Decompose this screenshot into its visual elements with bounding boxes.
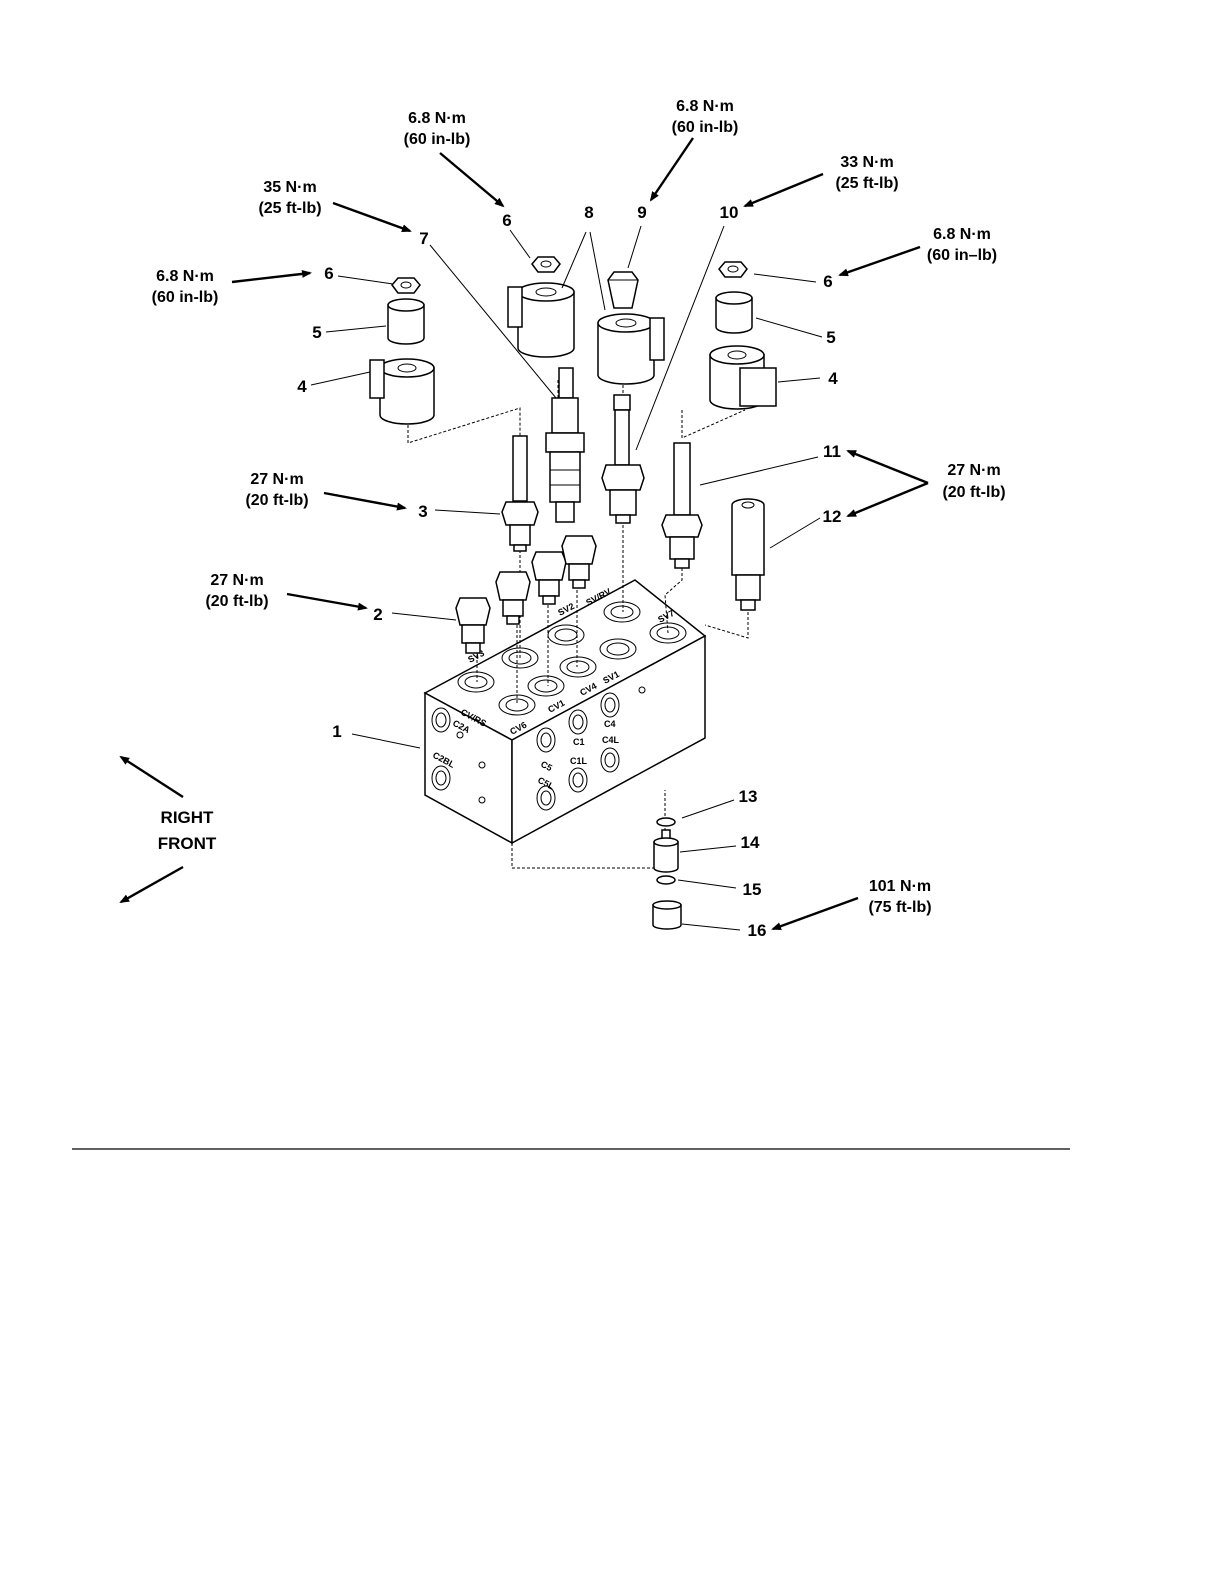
callout-numbers: 1 2 3 4 4 5 5 6 6 6 7 8 9 10 11 12 13 14… <box>297 203 841 940</box>
torque-item2-value: 27 N·m <box>210 572 263 589</box>
torque-item2-imperial: (20 ft-lb) <box>205 593 268 610</box>
port-label-c4: C4 <box>604 719 616 729</box>
torque-item7-value: 35 N·m <box>263 179 316 196</box>
torque-coil-top-imperial: (60 in-lb) <box>404 131 471 148</box>
right-coil-assembly <box>709 261 777 410</box>
torque-item7-imperial: (25 ft-lb) <box>258 200 321 217</box>
port-label-c1l: C1L <box>570 756 588 766</box>
torque-item10-imperial: (25 ft-lb) <box>835 175 898 192</box>
torque-coil-right-value: 6.8 N·m <box>933 226 991 243</box>
torque-coil-left-value: 6.8 N·m <box>156 268 214 285</box>
port-label-c4l: C4L <box>602 735 620 745</box>
torque-coil-left-imperial: (60 in-lb) <box>152 289 219 306</box>
torque-coil-right-imperial: (60 in–lb) <box>927 247 997 264</box>
center-right-coil-assembly <box>597 271 665 385</box>
torque-item10-value: 33 N·m <box>840 154 893 171</box>
torque-item16-value: 101 N·m <box>869 878 931 895</box>
callout-11: 11 <box>823 442 841 461</box>
check-valve-2a <box>455 597 491 654</box>
torque-item3-value: 27 N·m <box>250 471 303 488</box>
center-coil-assembly <box>507 256 575 358</box>
callout-8: 8 <box>584 203 593 222</box>
callout-6-right: 6 <box>823 272 832 291</box>
port-label-c1: C1 <box>573 737 585 747</box>
torque-item16-imperial: (75 ft-lb) <box>868 899 931 916</box>
cartridge-valve-7 <box>545 367 585 523</box>
callout-16: 16 <box>748 921 767 940</box>
callout-12: 12 <box>823 507 842 526</box>
check-valve-2c <box>531 551 567 605</box>
cartridge-valve-10 <box>601 394 645 524</box>
callout-5-right: 5 <box>826 328 835 347</box>
callout-15: 15 <box>743 880 762 899</box>
left-coil-assembly <box>369 277 435 425</box>
torque-item3-imperial: (20 ft-lb) <box>245 492 308 509</box>
front-direction-arrow <box>119 865 184 904</box>
right-label: RIGHT <box>161 808 215 827</box>
callout-4-left: 4 <box>297 377 307 396</box>
callout-7: 7 <box>419 229 428 248</box>
callout-5-left: 5 <box>312 323 321 342</box>
right-direction-arrow <box>119 755 184 799</box>
torque-labels: 6.8 N·m (60 in-lb) 6.8 N·m (60 in-lb) 6.… <box>152 98 1006 916</box>
torque-item9-imperial: (60 in-lb) <box>672 119 739 136</box>
cartridge-valve-12 <box>731 498 765 611</box>
torque-arrows <box>231 137 929 931</box>
manifold-block: SV3 SV2 SV/RV SV7 SV1 CV/RS CV6 CV1 CV4 … <box>423 579 707 845</box>
torque-item9-value: 6.8 N·m <box>676 98 734 115</box>
callout-6-left: 6 <box>324 264 333 283</box>
torque-item11-12-value: 27 N·m <box>947 462 1000 479</box>
callout-4-right: 4 <box>828 369 838 388</box>
callout-10: 10 <box>720 203 739 222</box>
callout-3: 3 <box>418 502 427 521</box>
callout-13: 13 <box>739 787 758 806</box>
cartridge-valve-11 <box>661 442 703 569</box>
callout-6-top: 6 <box>502 211 511 230</box>
port-label-c5: C5 <box>539 759 554 773</box>
torque-coil-top-value: 6.8 N·m <box>408 110 466 127</box>
callout-9: 9 <box>637 203 646 222</box>
callout-2: 2 <box>373 605 382 624</box>
check-valve-2d <box>561 535 597 589</box>
plug-assembly <box>652 817 682 930</box>
torque-item11-12-imperial: (20 ft-lb) <box>942 484 1005 501</box>
check-valve-2b <box>495 571 531 625</box>
orientation-indicator: RIGHT FRONT <box>119 755 217 904</box>
cartridge-valve-3 <box>501 435 539 552</box>
callout-1: 1 <box>332 722 341 741</box>
leader-lines <box>310 225 823 931</box>
callout-14: 14 <box>741 833 760 852</box>
front-label: FRONT <box>158 834 217 853</box>
